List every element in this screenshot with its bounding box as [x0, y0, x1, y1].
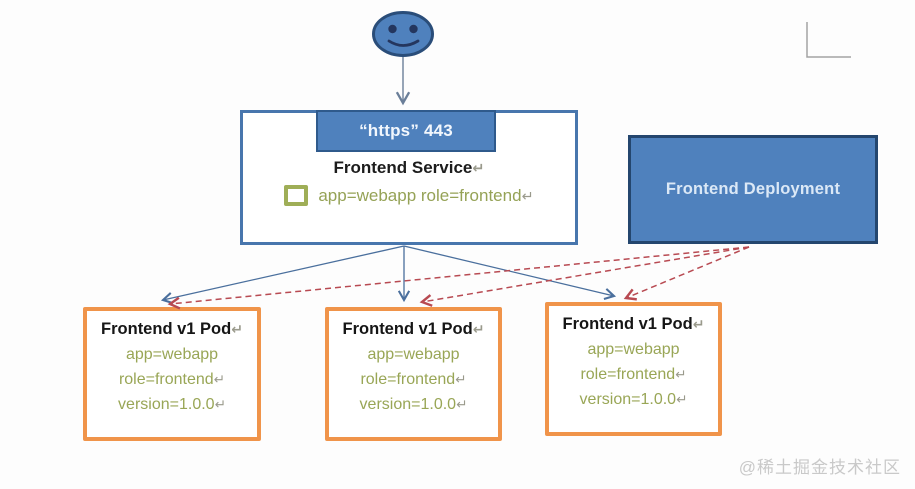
pod-title: Frontend v1 Pod↵ [101, 320, 243, 338]
frontend-deployment-box: Frontend Deployment [628, 135, 878, 244]
frontend-pod-3-box: Frontend v1 Pod↵ app=webapp role=fronten… [545, 302, 722, 436]
return-mark-icon: ↵ [472, 161, 485, 177]
arrow-service-to-pod1 [160, 245, 405, 305]
pod-label-app: app=webapp [125, 346, 219, 363]
pod-label-version: version=1.0.0↵ [579, 391, 688, 408]
return-mark-icon: ↵ [472, 321, 485, 337]
selector-checkbox-icon [284, 185, 309, 206]
frontend-pod-1-box: Frontend v1 Pod↵ app=webapp role=fronten… [83, 307, 261, 441]
frontend-pod-2-box: Frontend v1 Pod↵ app=webapp role=fronten… [325, 307, 502, 441]
return-mark-icon: ↵ [213, 372, 226, 387]
arrow-deployment-to-pod3 [623, 246, 750, 301]
pod-label-version: version=1.0.0↵ [359, 396, 468, 413]
pod-label-role: role=frontend↵ [118, 371, 226, 388]
return-mark-icon: ↵ [455, 372, 467, 387]
arrow-deployment-to-pod2 [419, 246, 750, 307]
pod-label-app: app=webapp [587, 341, 680, 358]
arrow-service-to-pod3 [403, 245, 617, 300]
service-title: Frontend Service↵ [333, 158, 485, 177]
return-mark-icon: ↵ [521, 188, 534, 205]
return-mark-icon: ↵ [692, 316, 705, 332]
return-mark-icon: ↵ [676, 392, 688, 407]
service-selector-label: app=webapp role=frontend↵ [318, 185, 534, 205]
pod-label-app: app=webapp [367, 346, 460, 363]
return-mark-icon: ↵ [675, 367, 687, 382]
return-mark-icon: ↵ [231, 321, 243, 337]
return-mark-icon: ↵ [456, 397, 468, 412]
watermark: @稀土掘金技术社区 [738, 458, 901, 477]
pod-title: Frontend v1 Pod↵ [342, 320, 485, 338]
https-port-label: “https” 443 [359, 121, 453, 140]
pod-label-role: role=frontend↵ [360, 371, 467, 388]
pod-label-version: version=1.0.0↵ [118, 396, 226, 413]
deployment-title: Frontend Deployment [665, 180, 841, 198]
return-mark-icon: ↵ [214, 397, 226, 412]
frontend-service-box: “https” 443 Frontend Service↵ app=webapp… [240, 110, 578, 245]
https-port-badge: “https” 443 [316, 110, 496, 152]
arrow-deployment-to-pod1 [167, 246, 750, 310]
pod-title: Frontend v1 Pod↵ [562, 315, 705, 333]
pod-label-role: role=frontend↵ [580, 366, 687, 383]
corner-mark [806, 22, 851, 58]
service-selector-row: app=webapp role=frontend↵ [243, 185, 575, 206]
user-smiley-icon [372, 11, 434, 57]
